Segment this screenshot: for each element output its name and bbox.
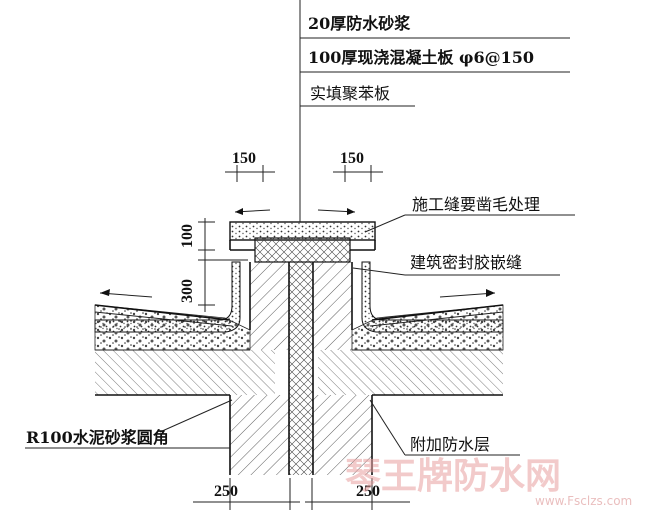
slope-arrow-cap-left: [234, 208, 271, 215]
lower-wall-right: [312, 395, 372, 475]
dim-height-top: 100: [179, 224, 196, 248]
callout-sealant: 建筑密封胶嵌缝: [410, 253, 522, 272]
watermark-brand: 琴王牌防水网: [345, 456, 561, 497]
dim-bottom-right: 250: [356, 483, 380, 500]
layer-label-mortar: 20厚防水砂浆: [308, 14, 411, 33]
screed-left: [94, 304, 251, 351]
section-drawing: [94, 208, 504, 475]
dim-top-right: 150: [340, 150, 364, 167]
curb-right: [313, 262, 352, 350]
screed-right: [351, 304, 504, 351]
watermark: 琴王牌防水网 www.Fsclzs.com: [345, 456, 632, 508]
layer-label-slab: 100厚现浇混凝土板 φ6@150: [308, 48, 534, 67]
curb-left: [250, 262, 289, 350]
watermark-url: www.Fsclzs.com: [535, 494, 632, 508]
slope-arrow-left: [99, 289, 153, 298]
dimension-lines: [193, 165, 410, 510]
cap-slab: [229, 221, 376, 241]
dim-height-curb: 300: [179, 279, 196, 303]
callout-construction-joint: 施工缝要凿毛处理: [412, 195, 540, 214]
dim-bottom-left: 250: [214, 483, 238, 500]
leader-lines: [25, 0, 575, 456]
slope-arrow-cap-right: [317, 208, 356, 215]
slab-right: [318, 350, 503, 395]
callout-mortar-fillet: R100水泥砂浆圆角: [26, 428, 169, 447]
cap-core: [254, 237, 351, 263]
callout-additional-waterproofing: 附加防水层: [410, 435, 490, 454]
slab-left: [95, 350, 275, 395]
slope-arrow-right: [439, 289, 496, 298]
dim-top-left: 150: [232, 150, 256, 167]
lower-wall-left: [230, 395, 290, 475]
polystyrene-fill: [289, 262, 313, 475]
layer-label-polystyrene: 实填聚苯板: [310, 84, 390, 103]
